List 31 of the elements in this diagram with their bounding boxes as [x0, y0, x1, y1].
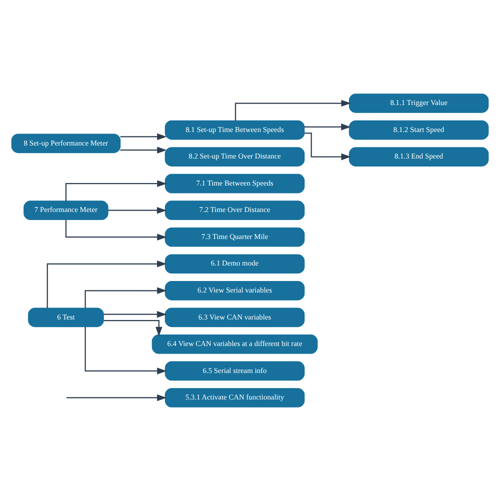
- arrow: [234, 99, 351, 120]
- node-box: 8.1.3 End Speed: [348, 146, 489, 166]
- node-box: 7.3 Time Quarter Mile: [164, 226, 305, 246]
- arrow: [66, 394, 167, 401]
- arrow: [108, 206, 167, 214]
- node-box: 8.1 Set-up Time Between Speeds: [164, 120, 305, 140]
- arrow: [65, 219, 167, 240]
- node-box: 6.5 Serial stream info: [164, 360, 305, 380]
- node-box: 6 Test: [28, 307, 104, 327]
- arrow: [304, 132, 351, 160]
- node-box: 7.2 Time Over Distance: [164, 200, 305, 220]
- arrow: [46, 260, 167, 308]
- arrow: [65, 180, 167, 200]
- node-box: 6.2 View Serial variables: [164, 280, 305, 300]
- node-box: 8.1.1 Trigger Value: [348, 93, 489, 112]
- node-box: 6.1 Demo mode: [164, 254, 305, 274]
- arrow: [304, 123, 351, 130]
- arrow: [104, 310, 167, 318]
- node-box: 8 Set-up Performance Meter: [11, 133, 121, 153]
- node-box: 6.3 View CAN variables: [164, 307, 305, 327]
- node-box: 8.2 Set-up Time Over Distance: [164, 146, 305, 166]
- arrow: [84, 286, 167, 308]
- arrow: [120, 132, 167, 140]
- node-box: 8.1.2 Start Speed: [348, 120, 489, 140]
- node-box: 7.1 Time Between Speeds: [164, 173, 305, 193]
- node-box: 7 Performance Meter: [24, 200, 108, 220]
- node-box: 5.3.1 Activate CAN functionality: [164, 388, 305, 407]
- node-box: 6.4 View CAN variables at a different bit rate: [152, 334, 318, 354]
- arrow: [120, 146, 167, 153]
- arrow: [104, 319, 162, 336]
- arrow: [84, 326, 167, 374]
